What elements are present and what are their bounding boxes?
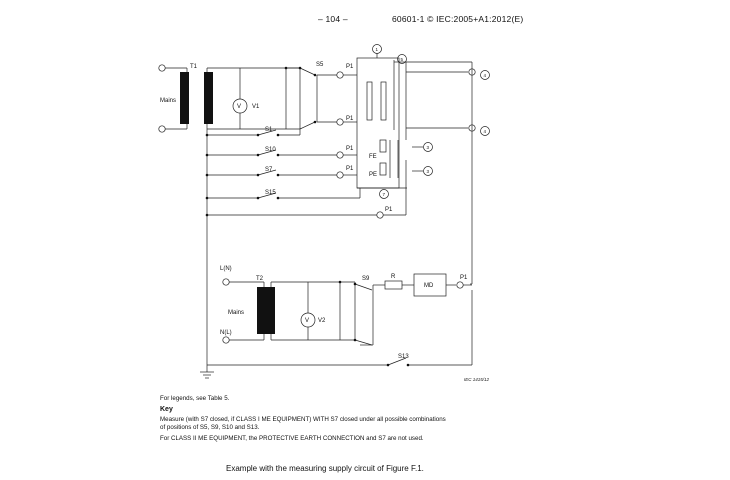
- voltmeter-v2: [300, 312, 316, 328]
- mains-n-terminal: [222, 336, 230, 344]
- resistor-r: [384, 280, 403, 290]
- ref-3a: 3: [427, 145, 430, 150]
- label-s13: S13: [398, 354, 409, 360]
- ref-5: 5: [401, 57, 404, 62]
- label-s9: S9: [362, 276, 370, 282]
- label-t1: T1: [190, 64, 198, 70]
- label-p1-e: P1: [385, 207, 393, 213]
- label-pe: PE: [369, 172, 377, 178]
- fe-terminal: [379, 139, 387, 153]
- label-nl: N(L): [220, 330, 232, 336]
- key-line-2: For CLASS II ME EQUIPMENT, the PROTECTIV…: [160, 435, 424, 442]
- page-number: – 104 –: [318, 14, 348, 24]
- mains-l-terminal: [222, 278, 230, 286]
- ref-4a: 4: [484, 73, 487, 78]
- standard-reference: 60601-1 © IEC:2005+A1:2012(E): [392, 14, 524, 24]
- label-fe: FE: [369, 154, 377, 160]
- figure-caption: Example with the measuring supply circui…: [226, 464, 424, 473]
- voltmeter-v1: [232, 98, 248, 114]
- label-ln: L(N): [220, 266, 232, 272]
- label-s10: S10: [265, 147, 276, 153]
- label-t2: T2: [256, 276, 264, 282]
- transformer-t1-primary: [180, 72, 189, 124]
- ref-1: 1: [376, 47, 379, 52]
- label-md: MD: [424, 283, 434, 289]
- label-r: R: [391, 274, 396, 280]
- label-v1: V1: [252, 104, 260, 110]
- ref-4b: 4: [484, 129, 487, 134]
- transformer-t2-primary: [257, 287, 266, 334]
- transformer-t2-secondary: [266, 287, 275, 334]
- label-s5: S5: [316, 62, 324, 68]
- me-equipment-enclosure: [356, 57, 400, 189]
- mains-terminal-bottom: [158, 125, 166, 133]
- label-s7: S7: [265, 167, 273, 173]
- ref-7: 7: [383, 192, 386, 197]
- legend-reference: For legends, see Table 5.: [160, 395, 230, 402]
- label-v2: V2: [318, 318, 326, 324]
- label-v1-symbol: V: [237, 104, 241, 110]
- key-line-1: Measure (with S7 closed, if CLASS I ME E…: [160, 416, 446, 431]
- label-p1-f: P1: [460, 275, 468, 281]
- label-s1: S1: [265, 127, 273, 133]
- label-mains-top: Mains: [160, 98, 176, 104]
- label-s15: S15: [265, 190, 276, 196]
- pe-terminal: [379, 162, 387, 176]
- iec-code: IEC 1415/12: [464, 377, 490, 382]
- ref-3b: 3: [427, 169, 430, 174]
- label-p1-c: P1: [346, 146, 354, 152]
- label-p1-a: P1: [346, 64, 354, 70]
- label-v2-symbol: V: [305, 318, 309, 324]
- insulation-barrier-left: [366, 81, 373, 121]
- label-mains-bottom: Mains: [228, 310, 244, 316]
- key-title: Key: [160, 406, 173, 413]
- label-p1-b: P1: [346, 116, 354, 122]
- label-p1-d: P1: [346, 166, 354, 172]
- mains-terminal-top: [158, 64, 166, 72]
- insulation-barrier-right: [380, 81, 387, 121]
- transformer-t1-secondary: [204, 72, 213, 124]
